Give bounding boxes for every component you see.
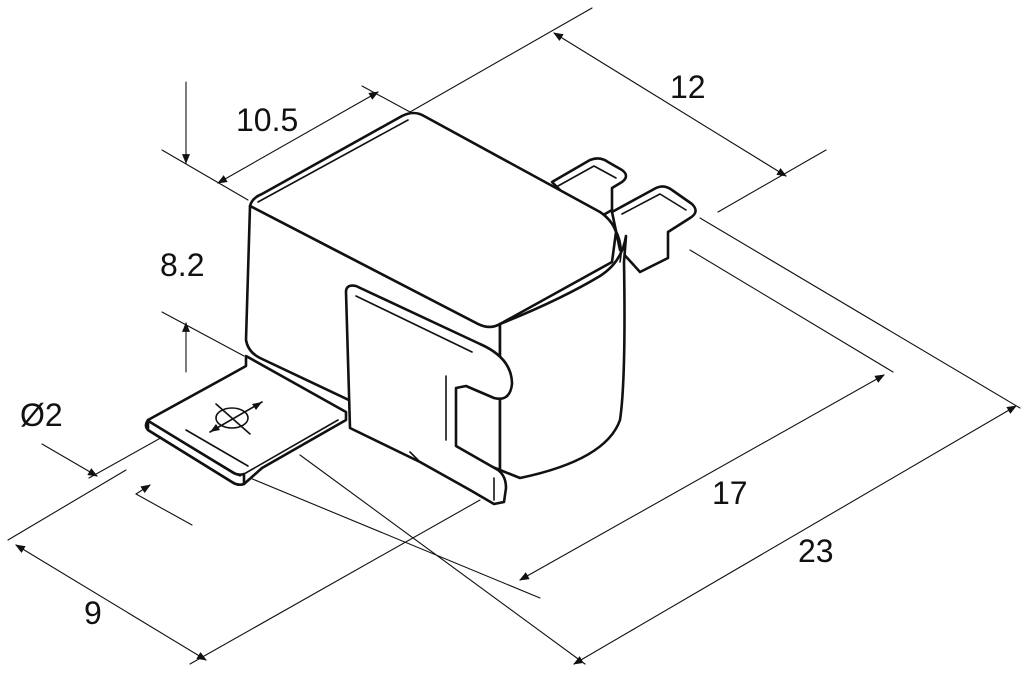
rear-terminal-tabs — [550, 157, 697, 274]
dimension-tab-offset-label: 9 — [84, 595, 102, 631]
dimension-length-inner-label: 17 — [712, 475, 748, 511]
dimension-lines — [7, 7, 1021, 665]
dimension-depth-label: 12 — [670, 69, 706, 105]
dimension-length-total-label: 23 — [798, 533, 834, 569]
dimension-width-label: 10.5 — [236, 102, 298, 138]
dimension-height-label: 8.2 — [160, 247, 204, 283]
dimension-hole-diameter-label: Ø2 — [20, 397, 63, 433]
front-clip — [344, 284, 514, 506]
front-terminal-tab — [144, 354, 348, 486]
